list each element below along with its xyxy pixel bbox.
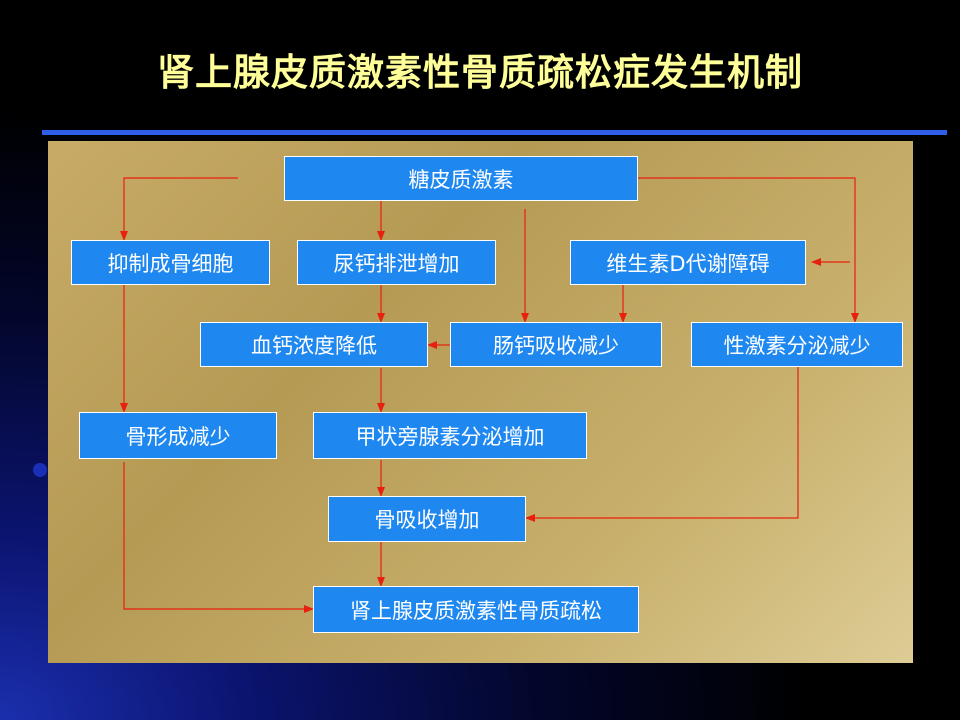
node-intestinal-calcium-decrease: 肠钙吸收减少 xyxy=(450,322,662,367)
node-bone-formation-decrease: 骨形成减少 xyxy=(79,412,277,459)
page-title: 肾上腺皮质激素性骨质疏松症发生机制 xyxy=(157,51,803,94)
arrow-sex-hormone-to-bone-resorption xyxy=(525,367,799,522)
title-divider xyxy=(42,130,947,135)
node-pth-secretion-increase: 甲状旁腺素分泌增加 xyxy=(313,412,587,459)
arrow-glucocorticoid-to-sex-hormone xyxy=(638,177,859,323)
node-inhibit-osteoblast: 抑制成骨细胞 xyxy=(71,240,270,285)
arrow-glucocorticoid-to-inhibit-osteoblast xyxy=(120,177,238,241)
node-glucocorticoid-osteoporosis: 肾上腺皮质激素性骨质疏松 xyxy=(313,586,639,633)
node-vitamin-d-metabolism-disorder: 维生素D代谢障碍 xyxy=(570,240,806,285)
node-sex-hormone-decrease: 性激素分泌减少 xyxy=(691,322,903,367)
node-urinary-calcium-increase: 尿钙排泄增加 xyxy=(297,240,496,285)
diagram-panel xyxy=(48,141,913,663)
node-blood-calcium-decrease: 血钙浓度降低 xyxy=(200,322,428,367)
arrow-bone-formation-to-outcome xyxy=(123,462,314,613)
bullet-dot-decoration xyxy=(33,463,47,477)
node-bone-resorption-increase: 骨吸收增加 xyxy=(328,496,526,542)
node-glucocorticoid: 糖皮质激素 xyxy=(284,156,638,201)
